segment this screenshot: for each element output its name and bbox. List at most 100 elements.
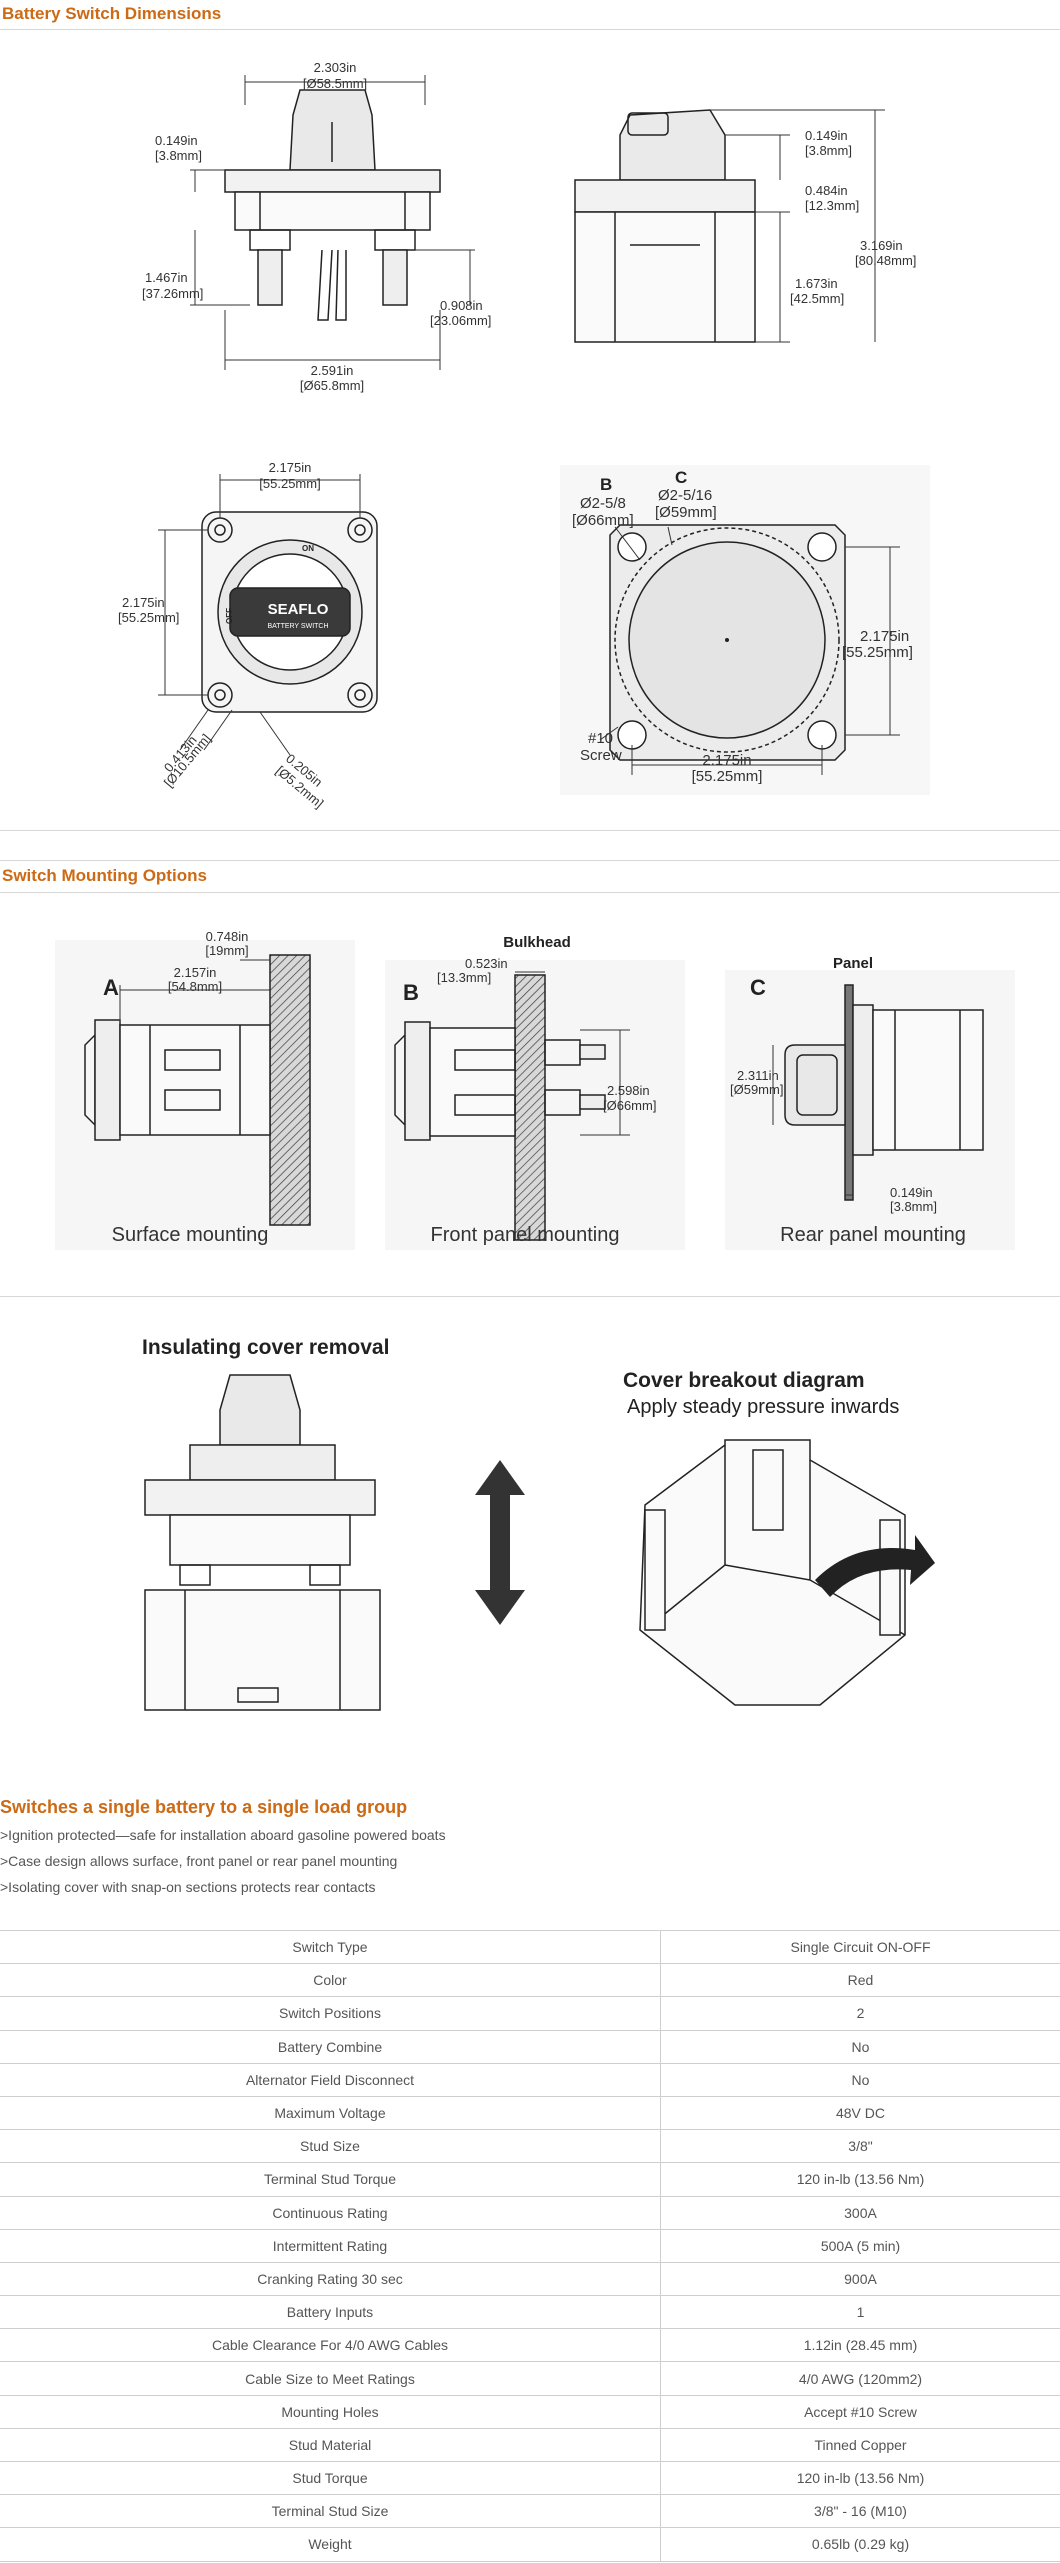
cutout-width: 2.175in bbox=[702, 752, 751, 769]
top-height: 2.175in bbox=[122, 595, 165, 610]
spec-label: Stud Size bbox=[0, 2129, 661, 2164]
spec-value: Tinned Copper bbox=[660, 2428, 1060, 2463]
front-width-base-mm: [Ø65.8mm] bbox=[300, 378, 364, 393]
mount-c-letter: C bbox=[750, 975, 766, 1000]
front-view-drawing: 2.303in [Ø58.5mm] 0.149in [3.8mm] 1.467i… bbox=[142, 60, 491, 393]
mount-a-d2-mm: [54.8mm] bbox=[168, 979, 222, 994]
on-label: ON bbox=[302, 544, 314, 553]
up-down-arrow-icon bbox=[475, 1460, 525, 1625]
front-stud-depth: 0.908in bbox=[440, 298, 483, 313]
cutout-dia-b: Ø2-5/8 bbox=[580, 495, 626, 512]
spec-value: 1.12in (28.45 mm) bbox=[660, 2328, 1060, 2363]
mount-c-d1: 2.311in bbox=[737, 1068, 779, 1083]
front-body-height-mm: [37.26mm] bbox=[142, 286, 203, 301]
spec-value: 48V DC bbox=[660, 2096, 1060, 2131]
breakout-subtitle: Apply steady pressure inwards bbox=[627, 1396, 899, 1418]
cutout-height-mm: [55.25mm] bbox=[842, 644, 913, 661]
side-knob-offset-mm: [3.8mm] bbox=[805, 143, 852, 158]
spec-value: 300A bbox=[660, 2196, 1060, 2230]
front-stud-depth-mm: [23.06mm] bbox=[430, 313, 491, 328]
cutout-screw-label: Screw bbox=[580, 747, 622, 764]
mount-a-d1: 0.748in bbox=[206, 929, 249, 944]
cutout-dia-b-mm: [Ø66mm] bbox=[572, 512, 634, 529]
feature-item: >Ignition protected—safe for installatio… bbox=[0, 1827, 446, 1843]
spec-label: Terminal Stud Size bbox=[0, 2494, 661, 2529]
side-flange-mm: [12.3mm] bbox=[805, 198, 859, 213]
spec-label: Weight bbox=[0, 2527, 661, 2562]
mounting-title: Switch Mounting Options bbox=[2, 866, 207, 885]
spec-value: 3/8" bbox=[660, 2129, 1060, 2164]
feature-item: >Isolating cover with snap-on sections p… bbox=[0, 1879, 376, 1895]
front-width-base: 2.591in bbox=[311, 363, 354, 378]
top-width: 2.175in bbox=[269, 460, 312, 475]
spec-label: Cranking Rating 30 sec bbox=[0, 2262, 661, 2297]
section-divider bbox=[0, 1296, 1060, 1297]
mount-b-d2: 2.598in bbox=[607, 1083, 650, 1098]
spec-label: Stud Torque bbox=[0, 2461, 661, 2496]
mount-a-d2: 2.157in bbox=[174, 965, 217, 980]
spec-value: No bbox=[660, 2063, 1060, 2097]
section-divider bbox=[0, 892, 1060, 893]
mount-a-d1-mm: [19mm] bbox=[205, 943, 248, 958]
cover-breakout-drawing: Cover breakout diagram Apply steady pres… bbox=[623, 1369, 935, 1706]
spec-label: Switch Positions bbox=[0, 1996, 661, 2031]
spec-label: Mounting Holes bbox=[0, 2395, 661, 2429]
top-height-mm: [55.25mm] bbox=[118, 610, 179, 625]
spec-label: Intermittent Rating bbox=[0, 2229, 661, 2263]
spec-value: 4/0 AWG (120mm2) bbox=[660, 2361, 1060, 2396]
cutout-label-b: B bbox=[600, 475, 612, 494]
cutout-height: 2.175in bbox=[860, 628, 909, 645]
spec-value: 900A bbox=[660, 2262, 1060, 2297]
spec-label: Color bbox=[0, 1963, 661, 1998]
feature-list: >Ignition protected—safe for installatio… bbox=[0, 1822, 446, 1900]
front-knob-offset-mm: [3.8mm] bbox=[155, 148, 202, 163]
mount-a-caption: Surface mounting bbox=[112, 1224, 269, 1246]
spec-label: Stud Material bbox=[0, 2428, 661, 2463]
side-total-height: 3.169in bbox=[860, 238, 903, 253]
spec-value: 1 bbox=[660, 2295, 1060, 2330]
section-divider bbox=[0, 860, 1060, 861]
feature-item: >Case design allows surface, front panel… bbox=[0, 1853, 398, 1869]
spec-value: 3/8" - 16 (M10) bbox=[660, 2494, 1060, 2529]
spec-label: Cable Clearance For 4/0 AWG Cables bbox=[0, 2328, 661, 2363]
spec-label: Alternator Field Disconnect bbox=[0, 2063, 661, 2097]
spec-value: 120 in-lb (13.56 Nm) bbox=[660, 2162, 1060, 2197]
spec-value: 2 bbox=[660, 1996, 1060, 2031]
spec-value: 120 in-lb (13.56 Nm) bbox=[660, 2461, 1060, 2496]
front-width-top: 2.303in bbox=[314, 60, 357, 75]
mount-b-d1-mm: [13.3mm] bbox=[437, 970, 491, 985]
off-label: OFF bbox=[225, 608, 234, 624]
mount-b-letter: B bbox=[403, 980, 419, 1005]
spec-label: Continuous Rating bbox=[0, 2196, 661, 2230]
front-width-top-mm: [Ø58.5mm] bbox=[303, 76, 367, 91]
spec-value: Accept #10 Screw bbox=[660, 2395, 1060, 2429]
cutout-width-mm: [55.25mm] bbox=[692, 768, 763, 785]
top-view-drawing: SEAFLO BATTERY SWITCH ON OFF 2.175in [55… bbox=[118, 460, 378, 811]
spec-label: Battery Combine bbox=[0, 2030, 661, 2064]
mount-b-caption: Front panel mounting bbox=[430, 1224, 619, 1246]
section-divider bbox=[0, 29, 1060, 30]
mount-b-d2-mm: [Ø66mm] bbox=[603, 1098, 656, 1113]
mount-c-d2-mm: [3.8mm] bbox=[890, 1199, 937, 1214]
breakout-title: Cover breakout diagram bbox=[623, 1369, 865, 1392]
cutout-label-c: C bbox=[675, 468, 687, 487]
cover-removal-title: Insulating cover removal bbox=[142, 1336, 389, 1359]
spec-label: Battery Inputs bbox=[0, 2295, 661, 2330]
features-heading: Switches a single battery to a single lo… bbox=[0, 1797, 408, 1817]
mount-c-caption: Rear panel mounting bbox=[780, 1224, 966, 1246]
